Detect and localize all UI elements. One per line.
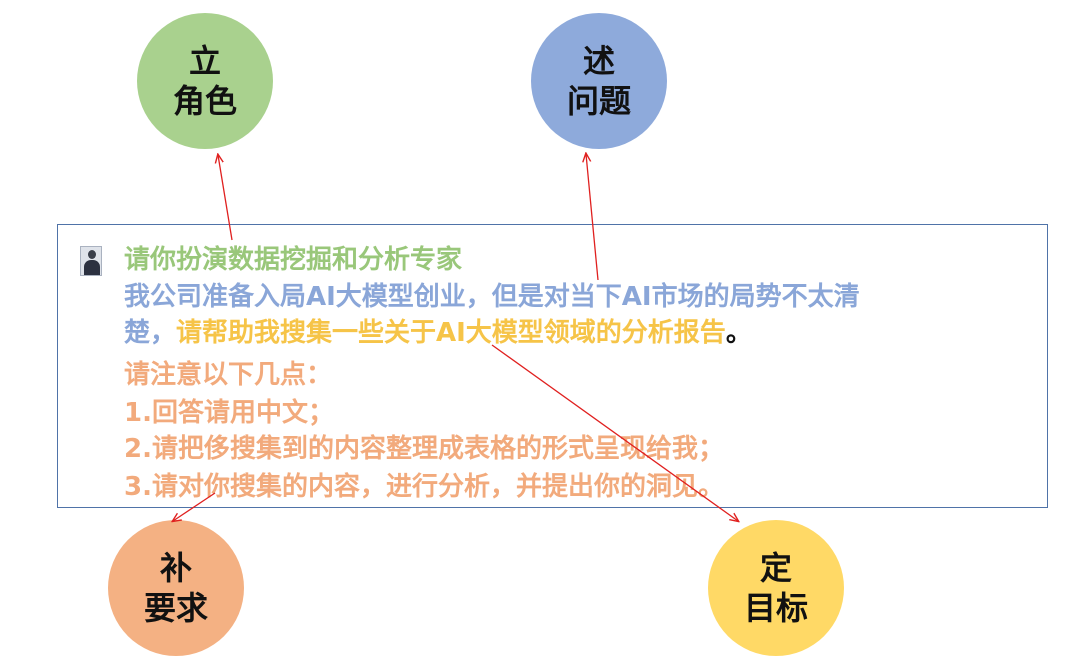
goal-circle-line2: 目标 (744, 588, 808, 628)
requirement-circle-line1: 补 (160, 548, 192, 588)
problem-circle-line2: 问题 (567, 81, 631, 121)
requirement-circle-line2: 要求 (144, 588, 208, 628)
prompt-requirement-heading: 请注意以下几点： (124, 358, 332, 392)
prompt-problem-goal-line: 楚，请帮助我搜集一些关于AI大模型领域的分析报告。 (124, 316, 752, 350)
prompt-role-line: 请你扮演数据挖掘和分析专家 (124, 243, 462, 277)
prompt-requirement-3: 3.请对你搜集的内容，进行分析，并提出你的洞见。 (124, 470, 724, 504)
prompt-goal-period: 。 (726, 318, 752, 348)
role-circle: 立 角色 (137, 13, 273, 149)
problem-circle-line1: 述 (583, 41, 615, 81)
goal-circle-line1: 定 (760, 548, 792, 588)
requirement-circle: 补 要求 (108, 520, 244, 656)
prompt-problem-tail: 楚， (124, 318, 176, 348)
prompt-requirement-2: 2.请把侈搜集到的内容整理成表格的形式呈现给我； (124, 432, 724, 466)
role-circle-line1: 立 (189, 41, 221, 81)
prompt-goal-text: 请帮助我搜集一些关于AI大模型领域的分析报告 (176, 318, 726, 348)
prompt-problem-line: 我公司准备入局AI大模型创业，但是对当下AI市场的局势不太清 (124, 280, 860, 314)
problem-circle: 述 问题 (531, 13, 667, 149)
user-avatar-icon (80, 246, 102, 276)
goal-circle: 定 目标 (708, 520, 844, 656)
role-circle-line2: 角色 (173, 81, 237, 121)
prompt-requirement-1: 1.回答请用中文； (124, 396, 334, 430)
